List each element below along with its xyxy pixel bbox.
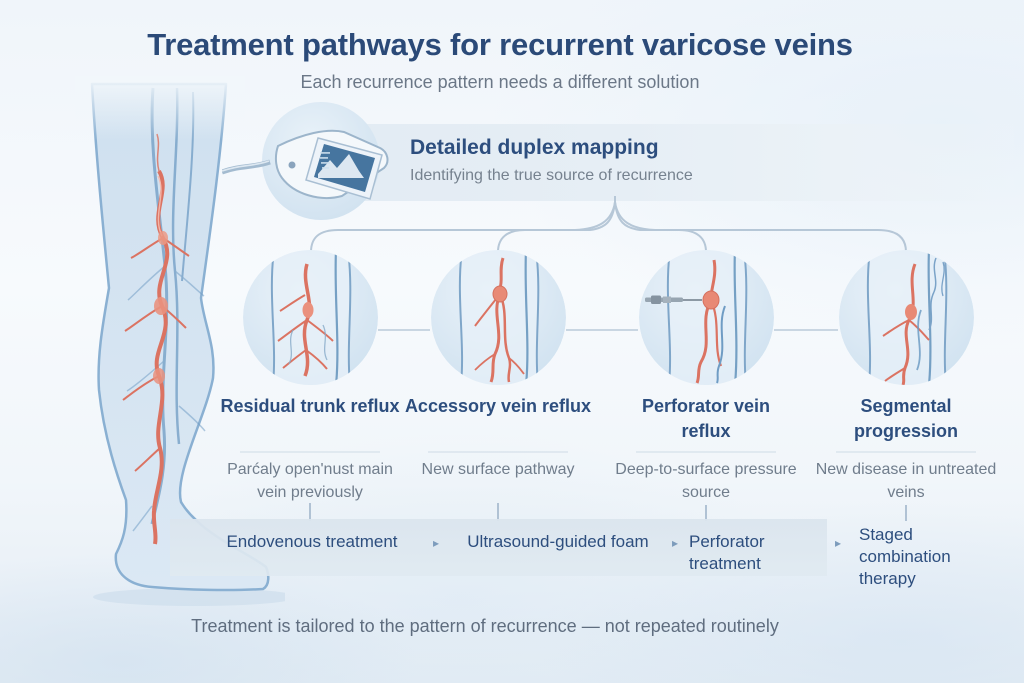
tree-branch-3 bbox=[614, 201, 707, 253]
pathway-desc-residual-trunk: Parćaly open'nust main vein previously bbox=[227, 461, 393, 501]
page-title: Treatment pathways for recurrent varicos… bbox=[147, 27, 853, 62]
duplex-title: Detailed duplex mapping bbox=[410, 136, 659, 159]
column-ticks bbox=[309, 503, 907, 521]
flow-arrow-icon: ▸ bbox=[433, 536, 440, 550]
pathway-desc-perforator-vein: Deep-to-surface pressure source bbox=[615, 461, 797, 501]
leg-outline bbox=[90, 82, 270, 592]
treatment-perforator: Perforator treatment bbox=[689, 532, 765, 573]
pathway-title-segmental: Segmental progression bbox=[853, 396, 959, 441]
pathway-desc-segmental: New disease in untreated veins bbox=[815, 461, 997, 501]
probe-screen-wave bbox=[318, 154, 364, 178]
pathway-title-residual-trunk: Residual trunk reflux bbox=[220, 396, 400, 416]
footer-caption: Treatment is tailored to the pattern of … bbox=[191, 616, 779, 636]
treatment-staged: Staged combination therapy bbox=[859, 525, 951, 588]
duplex-subtitle: Identifying the true source of recurrenc… bbox=[410, 167, 693, 184]
leg-illustration bbox=[75, 76, 285, 606]
flow-arrow-icon: ▸ bbox=[835, 536, 842, 550]
tree-branch-2 bbox=[497, 201, 616, 253]
flow-arrow-icon: ▸ bbox=[672, 536, 679, 550]
pathway-title-accessory-vein: Accessory vein reflux bbox=[404, 396, 592, 416]
leg-top-fade bbox=[75, 76, 245, 140]
segmental-progression-veins bbox=[839, 250, 974, 385]
pathway-title-perforator-vein: Perforator vein reflux bbox=[641, 396, 771, 441]
accessory-vein-reflux-veins bbox=[431, 250, 566, 385]
residual-trunk-reflux-veins bbox=[243, 250, 378, 385]
treatment-band bbox=[170, 519, 827, 576]
page-subtitle: Each recurrence pattern needs a differen… bbox=[300, 72, 700, 92]
probe-cable-highlight bbox=[222, 160, 270, 172]
treatment-endovenous: Endovenous treatment bbox=[226, 532, 398, 551]
pathway-desc-accessory-vein: New surface pathway bbox=[421, 461, 575, 478]
tree-branch-4 bbox=[614, 201, 907, 253]
probe-cable bbox=[222, 159, 271, 175]
leg-shadow bbox=[93, 588, 285, 606]
perforator-needle-icon bbox=[645, 295, 702, 304]
probe-screen-readout bbox=[320, 152, 330, 169]
ultrasound-probe-icon bbox=[222, 129, 389, 200]
duplex-mapping-panel bbox=[297, 124, 1014, 201]
leg-varicose-veins bbox=[122, 133, 190, 545]
perforator-vein-reflux-veins-with-needle bbox=[639, 250, 774, 385]
probe-button bbox=[288, 161, 296, 169]
treatment-foam: Ultrasound-guided foam bbox=[467, 532, 649, 551]
header: Treatment pathways for recurrent varicos… bbox=[0, 27, 1000, 93]
tree-branch-1 bbox=[310, 201, 616, 253]
